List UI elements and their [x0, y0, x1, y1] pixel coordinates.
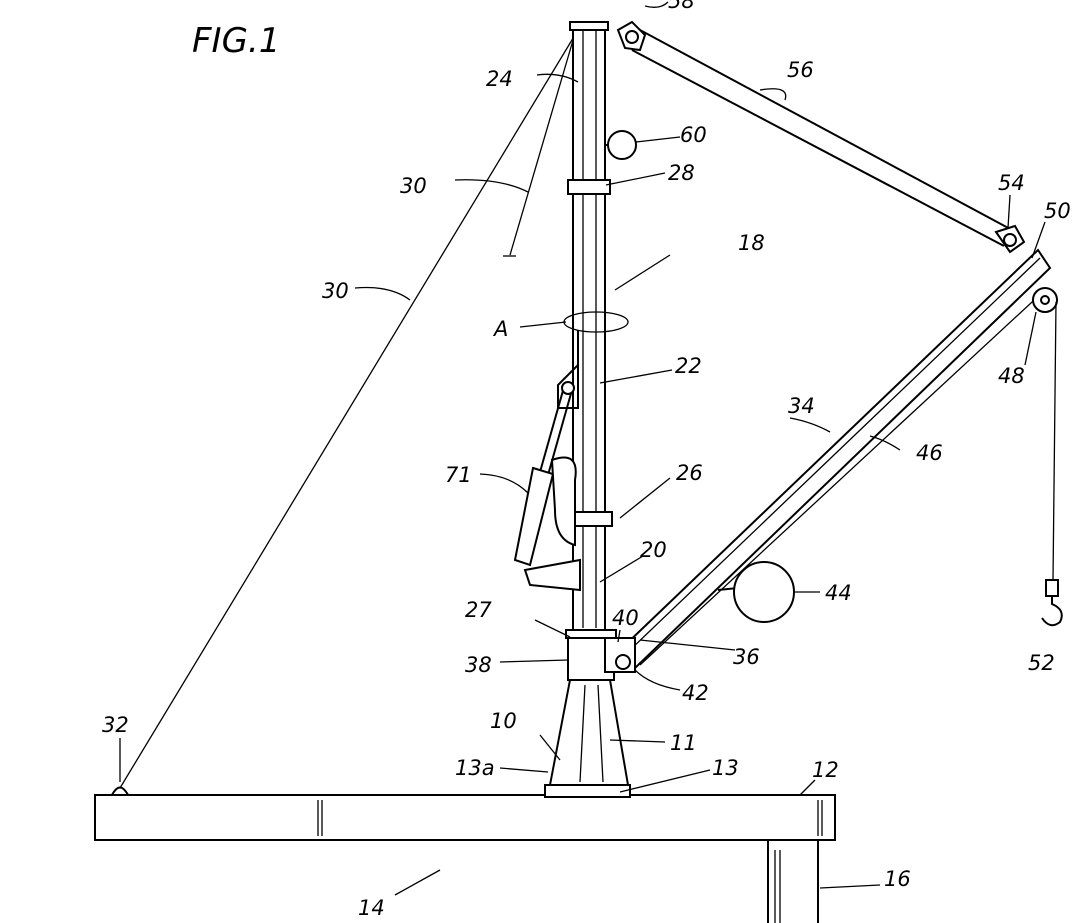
label-50: 50 [1044, 199, 1071, 223]
support-leg [768, 840, 818, 923]
label-32: 32 [102, 713, 129, 737]
label-22: 22 [675, 354, 702, 378]
label-13: 13 [712, 756, 739, 780]
label-46: 46 [916, 441, 943, 465]
label-38: 38 [465, 653, 492, 677]
hydraulic-cylinder [515, 382, 580, 590]
label-10: 10 [490, 709, 517, 733]
flange-28 [568, 180, 610, 194]
label-26: 26 [676, 461, 703, 485]
label-20: 20 [640, 538, 667, 562]
label-44: 44 [825, 581, 852, 605]
label-58: 58 [668, 0, 695, 13]
label-13a: 13a [455, 756, 495, 780]
guy-cable [112, 30, 578, 795]
label-52: 52 [1028, 651, 1055, 675]
label-28: 28 [668, 161, 695, 185]
label-36: 36 [733, 645, 760, 669]
label-42: 42 [682, 681, 709, 705]
deck [95, 795, 835, 840]
label-60: 60 [680, 123, 707, 147]
label-18: 18 [738, 231, 765, 255]
label-16: 16 [884, 867, 911, 891]
ball-60 [608, 131, 636, 159]
label-27: 27 [465, 598, 492, 622]
figure-title: FIG.1 [192, 21, 280, 61]
label-30-lower: 30 [322, 279, 349, 303]
label-30-upper: 30 [400, 174, 427, 198]
label-34: 34 [788, 394, 815, 418]
label-48: 48 [998, 364, 1025, 388]
label-56: 56 [787, 58, 814, 82]
label-A: A [492, 317, 508, 341]
label-54: 54 [998, 171, 1025, 195]
pivot-42 [616, 655, 630, 669]
label-71: 71 [445, 463, 472, 487]
label-14: 14 [358, 896, 385, 920]
hoist [1033, 288, 1062, 625]
jib-boom [605, 250, 1050, 672]
label-12: 12 [812, 758, 839, 782]
counterweight-44 [734, 562, 794, 622]
label-40: 40 [612, 606, 639, 630]
label-11: 11 [670, 731, 697, 755]
label-24: 24 [486, 67, 513, 91]
